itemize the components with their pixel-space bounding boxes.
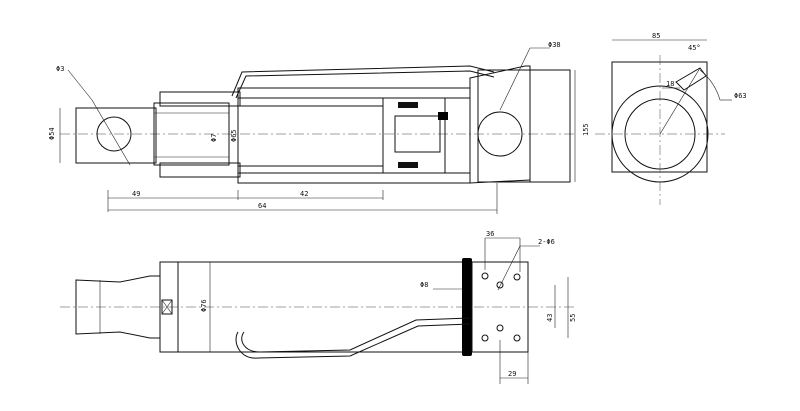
dim-d65: Φ65 [230, 129, 238, 142]
dim-d38: Φ38 [548, 41, 561, 49]
dim-d7: Φ7 [210, 134, 218, 142]
top-band [462, 258, 472, 356]
dim-w29: 29 [508, 370, 516, 378]
gland-top [159, 91, 241, 107]
side-view-port [675, 67, 707, 91]
dim-d76: Φ76 [200, 299, 208, 312]
cylinder-barrel [237, 87, 471, 184]
dim-w85: 85 [652, 32, 660, 40]
dim-len64: 64 [258, 202, 266, 210]
rod-eye-hole [96, 116, 132, 152]
end-cap-body [477, 69, 531, 183]
front-section-view [59, 47, 576, 214]
piston [382, 97, 446, 174]
barrel-wall-bottom [237, 172, 471, 184]
dim-h43: 43 [546, 314, 554, 322]
side-view-body [611, 61, 708, 173]
rod-eye [75, 107, 157, 164]
cap-eye-hole [477, 111, 523, 157]
dim-len42: 42 [300, 190, 308, 198]
dim-holes: 2-Φ6 [538, 238, 555, 246]
seal-bottom [398, 162, 418, 168]
dim-d63: Φ63 [734, 92, 747, 100]
dim-d8: Φ8 [420, 281, 428, 289]
dim-h155: 155 [582, 123, 590, 136]
end-cap [469, 65, 531, 184]
dim-w36: 36 [486, 230, 494, 238]
barrel-wall-top [237, 87, 471, 99]
side-view [595, 39, 732, 205]
piston-rod [153, 102, 230, 166]
dim-d54: Φ54 [48, 127, 56, 140]
dim-w18: 18 [666, 80, 674, 88]
gland-bottom [159, 162, 241, 178]
dim-ang45: 45° [688, 44, 701, 52]
seal-top [398, 102, 418, 108]
dim-len49: 49 [132, 190, 140, 198]
top-view [60, 237, 575, 384]
hydraulic-pipe [231, 65, 495, 97]
leader-d3 [91, 99, 131, 166]
top-pipe [235, 323, 471, 359]
dim-d3: Φ3 [56, 65, 64, 73]
inner-rod [237, 105, 384, 167]
dim-h55: 55 [569, 314, 577, 322]
